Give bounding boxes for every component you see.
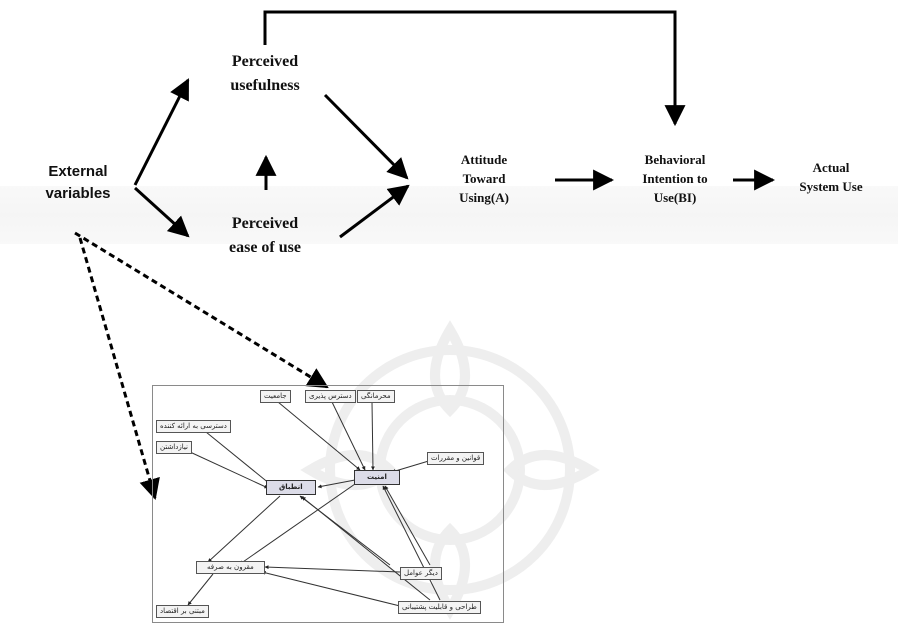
inset-node-rules: قوانین و مقررات xyxy=(427,452,485,465)
node-external-variables-line-2: variables xyxy=(45,185,111,202)
inset-node-top-1: جامعیت xyxy=(260,390,291,403)
node-actual-use-line-1: Actual xyxy=(812,160,850,175)
inset-node-compat: انطباق xyxy=(266,480,316,495)
inset-node-left-2: نیازداشتن xyxy=(156,441,192,454)
node-attitude-line-2: Toward xyxy=(462,171,506,186)
node-intention-line-1: Behavioral xyxy=(644,152,706,167)
inset-node-left-1: دسترسی به ارائه کننده xyxy=(156,420,231,433)
node-perceived-usefulness-line-2: usefulness xyxy=(230,77,300,94)
node-attitude-line-3: Using(A) xyxy=(459,190,509,205)
arrow-external-to-ease xyxy=(133,186,190,238)
node-attitude: Attitude Toward Using(A) xyxy=(424,150,544,207)
node-attitude-line-1: Attitude xyxy=(460,152,508,167)
node-perceived-usefulness-line-1: Perceived xyxy=(231,53,299,70)
dashed-arrow-to-inset-left xyxy=(78,237,160,501)
arrow-usefulness-to-intention xyxy=(263,10,686,127)
node-perceived-ease-of-use: Perceived ease of use xyxy=(200,212,330,260)
arrow-usefulness-to-attitude xyxy=(323,93,409,180)
arrow-ease-to-attitude xyxy=(339,184,410,239)
dashed-arrows xyxy=(74,231,329,501)
inset-node-top-2: دسترس پذیری xyxy=(305,390,356,403)
node-actual-use-line-2: System Use xyxy=(799,179,863,194)
inset-node-other: دیگر عوامل xyxy=(400,567,442,580)
node-behavioral-intention: Behavioral Intention to Use(BI) xyxy=(615,150,735,207)
inset-node-top-3: محرمانگی xyxy=(357,390,395,403)
node-perceived-ease-line-1: Perceived xyxy=(231,215,299,232)
inset-node-design: طراحی و قابلیت پشتیبانی xyxy=(398,601,481,614)
node-intention-line-3: Use(BI) xyxy=(653,190,697,205)
arrow-external-to-usefulness xyxy=(133,78,190,186)
inset-node-security: امنیت xyxy=(354,470,400,485)
node-external-variables: External variables xyxy=(26,161,130,205)
watermark-band xyxy=(0,186,898,244)
inset-node-budget: مبتنی بر اقتصاد xyxy=(156,605,209,618)
node-external-variables-line-1: External xyxy=(48,163,108,180)
tam-arrows xyxy=(133,10,776,239)
node-perceived-ease-line-2: ease of use xyxy=(229,239,301,256)
node-intention-line-2: Intention to xyxy=(642,171,708,186)
node-perceived-usefulness: Perceived usefulness xyxy=(205,50,325,98)
inset-node-cost: مقرون به صرفه xyxy=(196,561,265,574)
node-actual-system-use: Actual System Use xyxy=(776,158,886,196)
inset-connectors xyxy=(187,401,441,607)
